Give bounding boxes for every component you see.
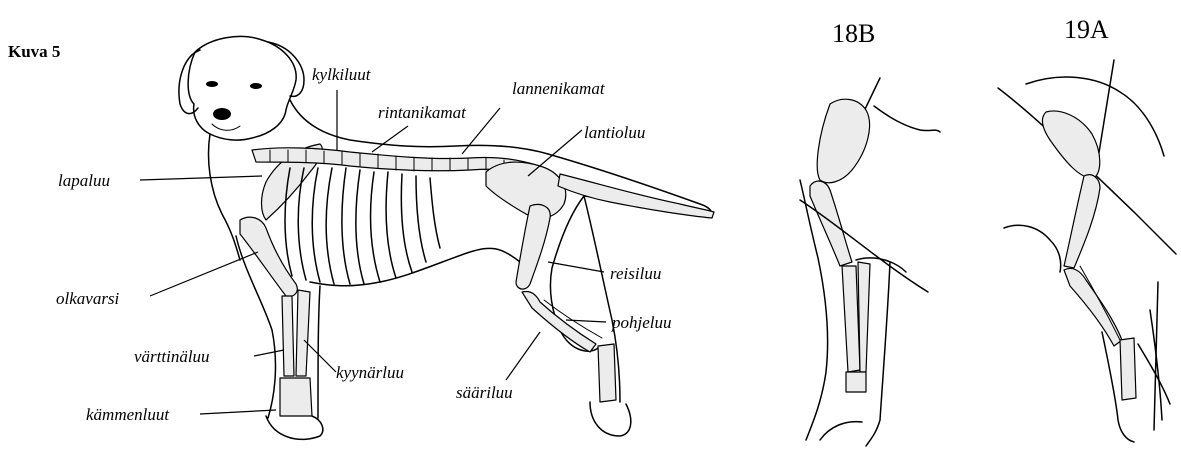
bone-humerus [240,217,297,296]
bone-metatarsals [598,344,616,402]
figure-label: Kuva 5 [8,42,60,61]
dog-mouth [212,124,240,130]
label-kylkiluut: kylkiluut [312,65,372,84]
dog-illustration [179,36,714,439]
panel-18b-drawing [800,78,940,446]
label-lantioluu: lantioluu [584,123,645,142]
label-rintanikamat: rintanikamat [378,103,467,122]
bone-ulna [296,290,310,376]
label-lapaluu: lapaluu [58,171,110,190]
label-kyynarluu: kyynärluu [336,363,404,382]
label-reisiluu: reisiluu [610,264,661,283]
panel-title-19a: 19A [1064,15,1109,44]
panel-19a-drawing [998,60,1176,442]
label-lannenikamat: lannenikamat [512,79,606,98]
bone-ribs [285,168,440,284]
label-saariluu: sääriluu [456,383,513,402]
dog-chest-outline [209,134,241,260]
label-olkavarsi: olkavarsi [56,289,120,308]
bone-metacarpals [280,378,312,416]
label-kammenluut: kämmenluut [86,405,170,424]
dog-eye-right [250,83,262,89]
label-pohjeluu: pohjeluu [611,313,672,332]
dog-eye-left [206,81,218,87]
dog-right-ear [268,42,304,96]
bone-radius [282,296,294,376]
dog-front-paw [266,416,323,439]
bone-femur [516,205,550,290]
dog-nose [213,108,231,120]
bone-tibia [522,291,596,352]
label-varttinaluu: värttinäluu [134,347,210,366]
dog-left-ear [179,50,200,114]
bone-pelvis [486,162,566,218]
dog-hind-paw [590,402,631,436]
dog-head [188,36,296,140]
bone-tail [558,174,714,218]
panel-title-18b: 18B [832,19,875,48]
